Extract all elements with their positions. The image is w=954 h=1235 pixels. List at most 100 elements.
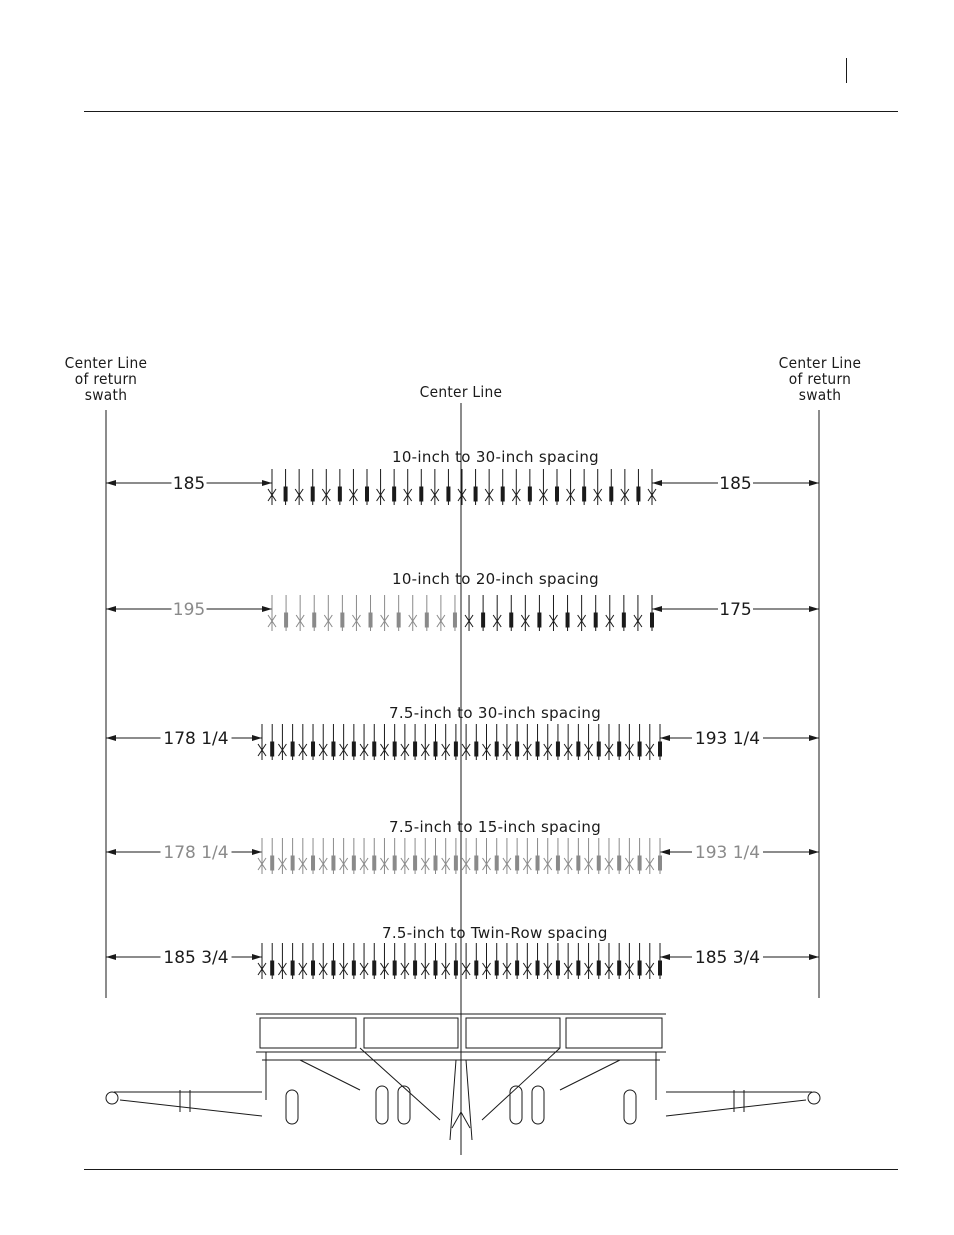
dimension-value-right-2: 175 — [719, 600, 751, 620]
arrowhead-left-a-3 — [106, 735, 116, 741]
wheel-6 — [624, 1090, 636, 1124]
row-unit-2-8 — [369, 595, 372, 631]
dimension-value-right-1: 185 — [719, 474, 751, 494]
row-unit-2-18 — [510, 595, 513, 631]
row-unit-3-19 — [442, 724, 450, 760]
row-unit-3-17 — [421, 724, 429, 760]
spacing-row-3: 178 1/4193 1/4 — [106, 724, 819, 760]
row-unit-5-19 — [442, 943, 450, 979]
dimension-value-left-5: 185 3/4 — [163, 948, 228, 968]
dimension-value-right-3: 193 1/4 — [695, 729, 760, 749]
row-unit-5-7 — [319, 943, 327, 979]
row-unit-4-23 — [483, 838, 491, 874]
row-unit-3-32 — [577, 724, 580, 760]
row-unit-3-10 — [352, 724, 355, 760]
row-unit-2-17 — [493, 595, 501, 631]
row-unit-3-13 — [380, 724, 388, 760]
row-unit-4-15 — [401, 838, 409, 874]
row-unit-4-20 — [454, 838, 457, 874]
row-unit-4-36 — [618, 838, 621, 874]
row-unit-2-27 — [634, 595, 642, 631]
row-unit-5-35 — [605, 943, 613, 979]
row-unit-2-1 — [268, 595, 276, 631]
row-unit-3-14 — [393, 724, 396, 760]
arrowhead-left-a-5 — [106, 954, 116, 960]
row-unit-1-14 — [447, 469, 450, 505]
row-unit-4-4 — [291, 838, 294, 874]
row-unit-1-17 — [485, 469, 493, 505]
row-unit-3-5 — [299, 724, 307, 760]
spacing-title-3: 7.5-inch to 30-inch spacing — [389, 704, 601, 722]
spacing-row-5: 185 3/4185 3/4 — [106, 943, 819, 979]
arrowhead-left-b-5 — [252, 954, 262, 960]
row-unit-2-24 — [594, 595, 597, 631]
row-unit-4-27 — [523, 838, 531, 874]
row-unit-2-7 — [352, 595, 360, 631]
row-unit-2-13 — [437, 595, 445, 631]
row-unit-5-25 — [503, 943, 511, 979]
row-unit-3-12 — [373, 724, 376, 760]
row-unit-2-15 — [465, 595, 473, 631]
row-unit-2-11 — [409, 595, 417, 631]
row-unit-3-7 — [319, 724, 327, 760]
arrowhead-right-b-2 — [809, 606, 819, 612]
row-unit-1-2 — [284, 469, 287, 505]
row-unit-5-11 — [360, 943, 368, 979]
arrowhead-left-b-4 — [252, 849, 262, 855]
row-unit-1-16 — [474, 469, 477, 505]
row-unit-4-12 — [373, 838, 376, 874]
return-swath-label-left: Center Line of return swath — [62, 355, 150, 403]
spacing-title-1: 10-inch to 30-inch spacing — [392, 448, 599, 466]
arrowhead-right-b-4 — [809, 849, 819, 855]
arrowhead-left-a-4 — [106, 849, 116, 855]
row-unit-3-6 — [312, 724, 315, 760]
row-unit-5-10 — [352, 943, 355, 979]
row-unit-1-26 — [610, 469, 613, 505]
row-unit-5-40 — [659, 943, 662, 979]
center-line-label: Center Line — [415, 384, 507, 400]
spacing-title-2: 10-inch to 20-inch spacing — [392, 570, 599, 588]
row-unit-5-36 — [618, 943, 621, 979]
row-unit-4-21 — [462, 838, 470, 874]
row-unit-5-39 — [646, 943, 654, 979]
return-swath-label-right-line-1: Center Line — [776, 355, 864, 371]
row-unit-3-2 — [271, 724, 274, 760]
row-unit-4-38 — [638, 838, 641, 874]
row-unit-2-3 — [296, 595, 304, 631]
row-unit-1-10 — [393, 469, 396, 505]
row-unit-2-20 — [538, 595, 541, 631]
row-unit-3-23 — [483, 724, 491, 760]
row-unit-2-4 — [313, 595, 316, 631]
arrowhead-right-a-5 — [660, 954, 670, 960]
row-unit-3-37 — [625, 724, 633, 760]
row-unit-1-15 — [458, 469, 466, 505]
arrowhead-right-a-4 — [660, 849, 670, 855]
row-unit-3-30 — [556, 724, 559, 760]
row-unit-5-30 — [556, 943, 559, 979]
row-unit-4-30 — [556, 838, 559, 874]
hopper-1 — [260, 1018, 356, 1048]
row-unit-5-22 — [475, 943, 478, 979]
row-unit-3-29 — [544, 724, 552, 760]
row-unit-4-9 — [340, 838, 348, 874]
hopper-4 — [566, 1018, 662, 1048]
row-unit-2-23 — [578, 595, 586, 631]
row-unit-1-27 — [621, 469, 629, 505]
row-unit-4-29 — [544, 838, 552, 874]
row-unit-5-38 — [638, 943, 641, 979]
arrowhead-right-b-3 — [809, 735, 819, 741]
row-unit-3-40 — [659, 724, 662, 760]
wheel-3 — [510, 1086, 522, 1124]
arrowhead-right-a-3 — [660, 735, 670, 741]
row-unit-2-14 — [453, 595, 456, 631]
row-unit-4-5 — [299, 838, 307, 874]
row-unit-5-31 — [564, 943, 572, 979]
row-unit-1-20 — [528, 469, 531, 505]
row-unit-5-21 — [462, 943, 470, 979]
return-swath-label-left-line-3: swath — [62, 387, 150, 403]
row-unit-5-20 — [454, 943, 457, 979]
dimension-value-right-4: 193 1/4 — [695, 843, 760, 863]
row-unit-4-7 — [319, 838, 327, 874]
row-unit-2-10 — [397, 595, 400, 631]
